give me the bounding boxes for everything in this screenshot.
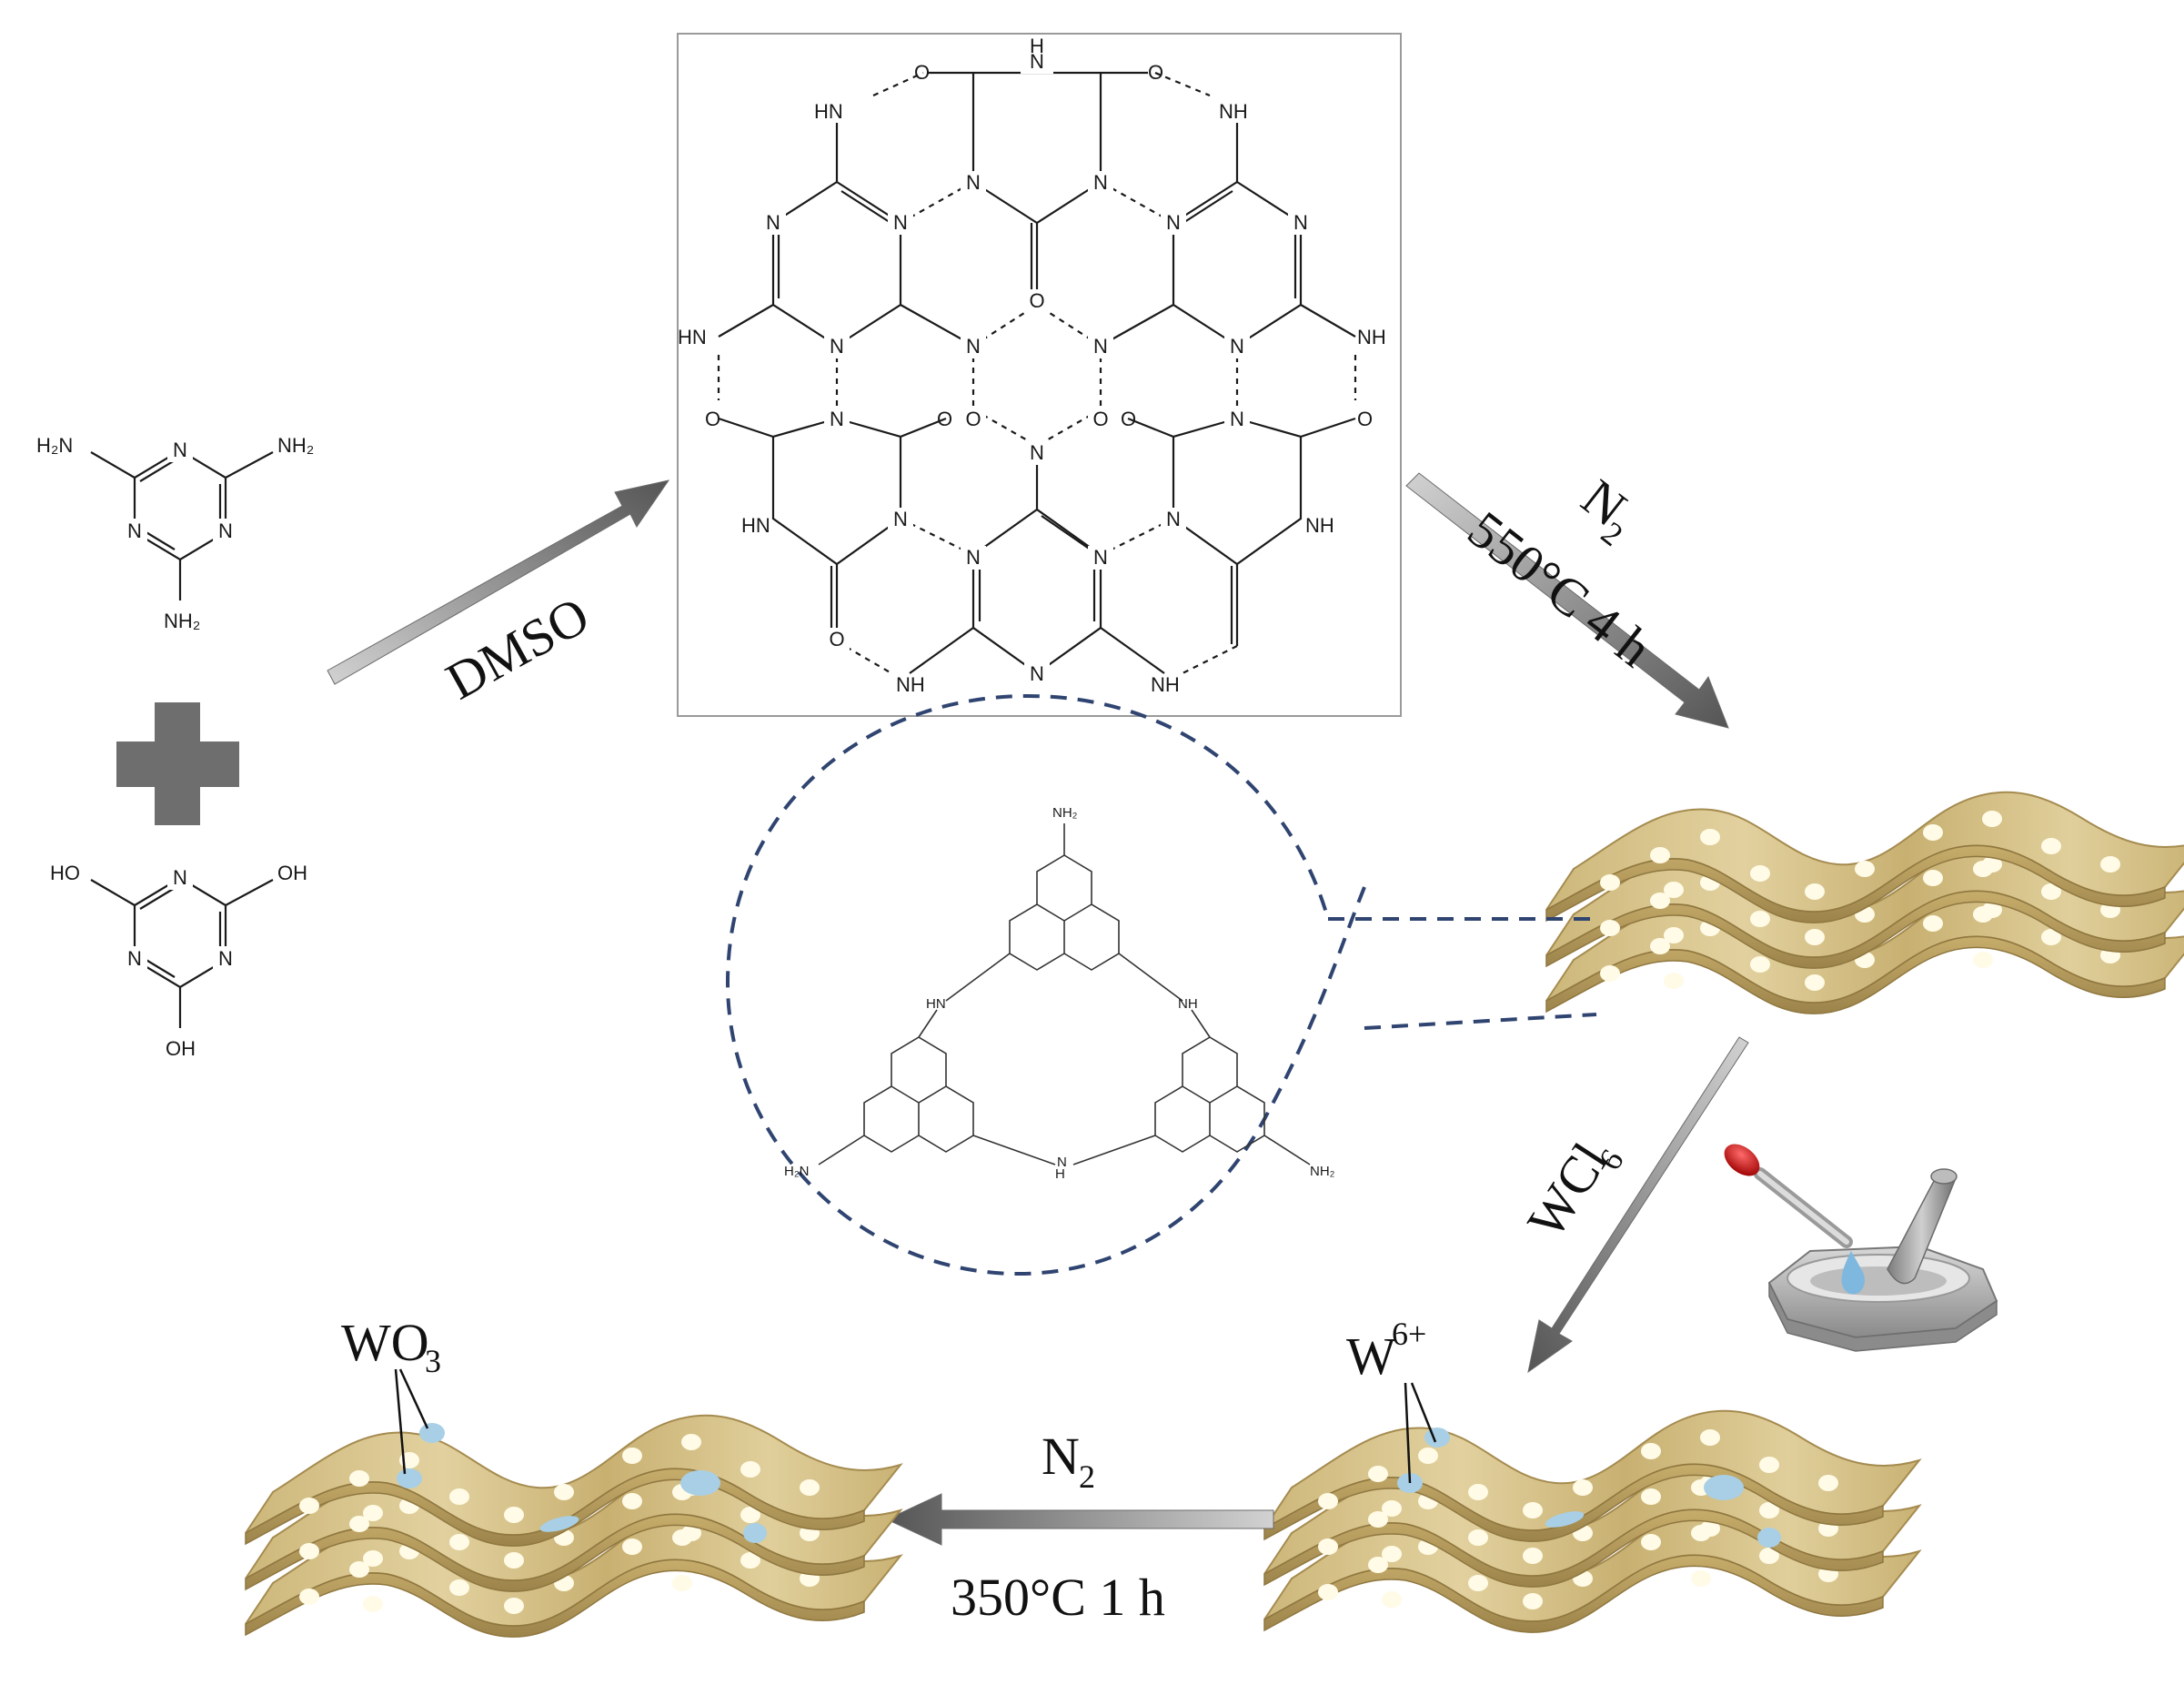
dmso-arrow	[327, 479, 670, 685]
n2-bottom-subscript: 2	[1079, 1458, 1095, 1495]
w-ion-dot	[1757, 1528, 1781, 1548]
wo3-dot	[539, 1516, 579, 1532]
atom-o: O	[914, 61, 930, 84]
w-ion-superscript: 6+	[1392, 1316, 1426, 1352]
melon-atom-labels: NH₂ HN NH H₂N H N NH₂	[784, 805, 1335, 1182]
atom-n: N	[1093, 335, 1108, 358]
atom-o: O	[1148, 61, 1163, 84]
w-ion-dot	[1424, 1428, 1450, 1448]
atom-nh: NH	[1305, 514, 1334, 537]
calcination-condition-label: 550°C 4 h	[1457, 499, 1663, 678]
complex-atom-labels: N H O O HN NH N N N N N N O HN NH N N	[678, 35, 1386, 696]
wo3-dot	[397, 1468, 422, 1488]
atom-n: N	[1293, 211, 1308, 234]
atom-nh2: NH₂	[1310, 1164, 1335, 1179]
cyanuric-n-top: N	[173, 866, 187, 889]
atom-n: N	[1230, 335, 1244, 358]
atom-n: N	[766, 211, 780, 234]
w-loaded-nanosheet-stack	[1264, 1411, 1919, 1632]
cyanuric-n-right: N	[218, 947, 233, 970]
dropper-icon	[1724, 1144, 1865, 1295]
atom-n: N	[1057, 1155, 1067, 1170]
atom-hn: HN	[926, 996, 946, 1012]
atom-n: N	[893, 508, 908, 530]
cyanuric-n-left: N	[127, 947, 142, 970]
atom-n: N	[830, 335, 844, 358]
atom-nh: NH	[896, 673, 925, 696]
melamine-structure	[90, 449, 274, 600]
atom-hn: HN	[741, 514, 770, 537]
atom-n: N	[966, 171, 981, 194]
atom-o: O	[1357, 408, 1373, 430]
plus-icon	[116, 702, 239, 825]
atom-n: N	[1030, 662, 1044, 685]
atom-o: O	[1092, 408, 1108, 430]
atom-nh: NH	[1219, 100, 1248, 123]
atom-n: N	[1093, 546, 1108, 569]
cyanuric-acid-labels: N N N HO OH OH	[50, 862, 307, 1060]
annealing-arrow	[885, 1493, 1274, 1546]
atom-n: N	[1230, 408, 1244, 430]
atom-n: N	[830, 408, 844, 430]
wo3-dot	[743, 1523, 767, 1543]
w-ion-label: W	[1346, 1327, 1396, 1386]
atom-n: N	[1030, 441, 1044, 464]
cyanuric-acid-structure	[90, 877, 274, 1028]
w-ion-dot	[1704, 1475, 1744, 1500]
cyanuric-oh-bottom: OH	[166, 1037, 196, 1060]
atom-nh: NH	[1357, 326, 1386, 348]
cyanuric-oh-right: OH	[277, 862, 307, 884]
melamine-amine-left: H₂N	[36, 434, 73, 457]
n2-bottom-label: N	[1042, 1427, 1080, 1486]
atom-o: O	[1121, 408, 1136, 430]
atom-nh: NH	[1178, 996, 1198, 1012]
wo3-label-group: WO 3	[341, 1313, 441, 1475]
atom-n: N	[1030, 50, 1044, 73]
melamine-n-right: N	[218, 520, 233, 542]
wo3-dot	[419, 1423, 445, 1443]
wo3-label: WO	[341, 1313, 429, 1372]
atom-n: N	[1166, 211, 1181, 234]
atom-h: H	[1055, 1166, 1065, 1182]
melamine-n-left: N	[127, 520, 142, 542]
wo3-subscript: 3	[425, 1343, 441, 1379]
atom-hn: HN	[678, 326, 707, 348]
atom-n: N	[893, 211, 908, 234]
wo3-gcn-nanosheet-stack	[246, 1416, 901, 1637]
calcination-arrow	[1405, 472, 1729, 729]
annealing-condition-label: 350°C 1 h	[951, 1568, 1165, 1627]
atom-o: O	[705, 408, 720, 430]
impregnation-arrow	[1527, 1036, 1749, 1374]
atom-h2n: H₂N	[784, 1164, 810, 1179]
atom-o: O	[965, 408, 981, 430]
atom-o: O	[937, 408, 952, 430]
atom-hn: HN	[814, 100, 843, 123]
atom-h: H	[1030, 35, 1044, 57]
w-ion-dot	[1545, 1511, 1585, 1528]
atom-nh: NH	[1151, 673, 1180, 696]
melon-structure	[818, 823, 1311, 1165]
zoom-circle	[725, 693, 1601, 1276]
atom-n: N	[1093, 171, 1108, 194]
gcn-nanosheet-stack	[1546, 792, 2184, 1014]
atom-o: O	[1029, 289, 1044, 312]
wo3-dot	[680, 1470, 720, 1496]
melamine-amine-right: NH₂	[277, 434, 314, 457]
melamine-n-top: N	[173, 439, 187, 461]
atom-o: O	[829, 628, 844, 651]
supramolecular-complex-panel: N H O O HN NH N N N N N N O HN NH N N	[677, 33, 1402, 717]
atom-n: N	[1166, 508, 1181, 530]
mortar-pestle-icon	[1767, 1168, 1998, 1352]
atom-n: N	[966, 335, 981, 358]
w-ion-label-group: W 6+	[1346, 1316, 1437, 1484]
melamine-amine-bottom: NH₂	[164, 610, 200, 632]
cyanuric-oh-left: HO	[50, 862, 80, 884]
melamine-labels: N N N H₂N NH₂ NH₂	[36, 434, 314, 632]
atom-n: N	[966, 546, 981, 569]
atom-nh2: NH₂	[1052, 805, 1078, 821]
